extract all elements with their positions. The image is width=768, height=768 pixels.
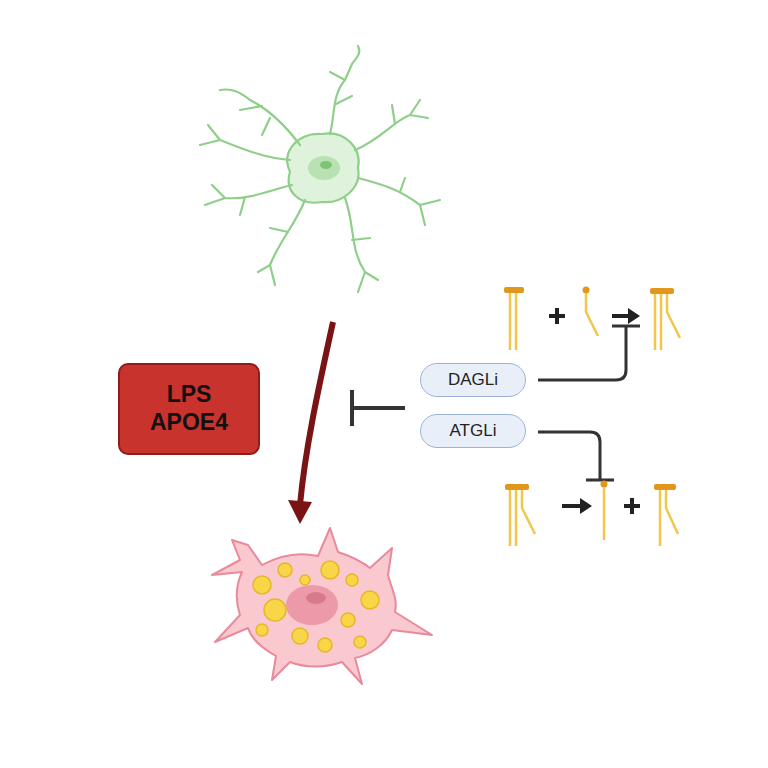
- activated-microglia: [212, 528, 432, 684]
- activation-arrow: [300, 322, 333, 505]
- reaction-synthesis: [504, 287, 680, 351]
- node-label: ATGLi: [450, 421, 497, 441]
- inhibition-line: [538, 326, 640, 380]
- inhibitor-pill: ATGLi: [420, 414, 526, 448]
- inhibition-bar: [352, 390, 405, 426]
- inhibition-line: [538, 432, 614, 480]
- inhibitor-pill: DAGLi: [420, 363, 526, 397]
- reaction-lipolysis: [505, 481, 678, 547]
- resting-microglia: [200, 46, 440, 292]
- condition-box: LPS APOE4: [118, 363, 260, 455]
- node-label: DAGLi: [448, 370, 498, 390]
- node-label: LPS APOE4: [134, 381, 244, 436]
- arrow-head: [288, 500, 312, 524]
